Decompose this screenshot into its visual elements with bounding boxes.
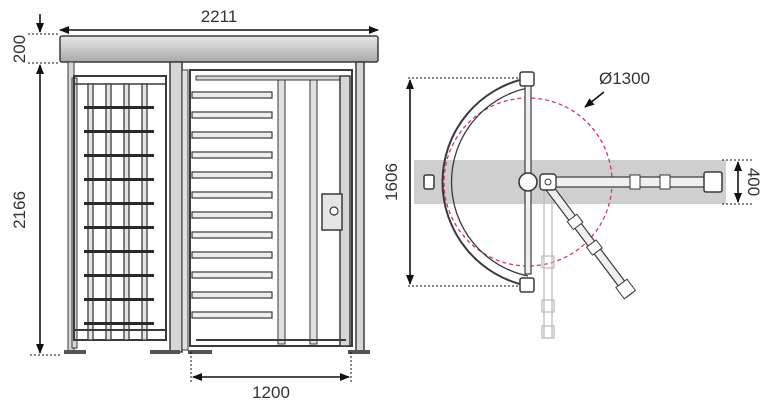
arc-cap-top [519, 71, 535, 87]
rotor-hub [518, 172, 538, 192]
top-view: Ø1300 [382, 69, 763, 339]
height-dimension-label: 2166 [10, 191, 29, 229]
left-gate-frame [73, 75, 167, 341]
lock-cylinder [329, 206, 339, 216]
right-post [355, 61, 365, 353]
width-dimension-label: 2211 [201, 7, 238, 26]
left-gate-bars [87, 83, 148, 341]
arc-cap-bottom [519, 277, 535, 293]
horizontal-arm-end-cap [703, 171, 723, 193]
arc-frame [441, 77, 529, 287]
right-enclosure-frame [189, 69, 353, 347]
band-dimension-label: 400 [744, 168, 763, 196]
diameter-label: Ø1300 [599, 69, 650, 88]
rotor-post [169, 61, 183, 353]
diameter-leader [584, 91, 605, 108]
diagonal-arm [543, 182, 637, 300]
arc-cap-left [423, 174, 435, 190]
front-view: 2211 200 2166 1200 [10, 7, 379, 402]
ghost-arms [541, 189, 555, 339]
roof-canopy [59, 35, 379, 63]
left-gate-rungs [84, 106, 154, 325]
depth-dimension-label: 1606 [382, 163, 401, 201]
horizontal-arm [545, 176, 707, 188]
rotor-arms [191, 91, 273, 319]
passage-dimension-label: 1200 [252, 383, 290, 402]
base-feet [64, 350, 370, 354]
roof-dimension-label: 200 [10, 35, 29, 63]
